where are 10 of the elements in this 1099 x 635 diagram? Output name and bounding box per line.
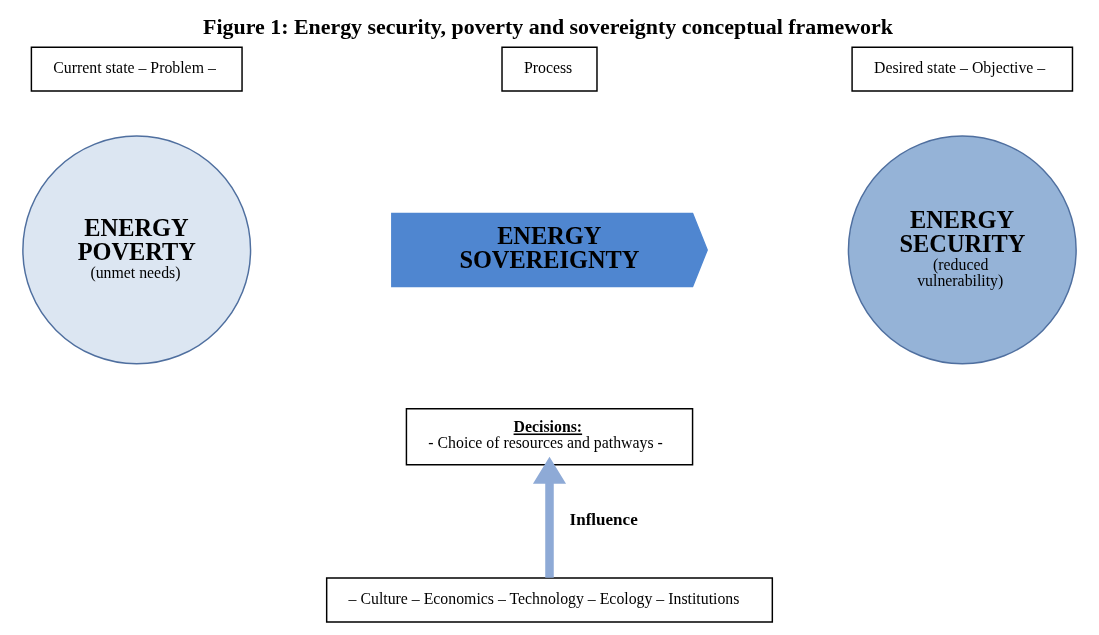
node-box: – Culture – Economics – Technology – Ecology – Institutions xyxy=(325,577,774,623)
node-box: Process xyxy=(501,46,598,92)
node-box: Decisions: - Choice of resources and pathways - xyxy=(405,408,694,466)
diagram-title: Figure 1: Energy security, poverty and sovereignty conceptual framework xyxy=(203,14,893,40)
node-box: Desired state – Objective – xyxy=(851,46,1074,92)
edge-label: Influence xyxy=(569,510,638,530)
node-circle: ENERGY POVERTY (unmet needs) xyxy=(22,135,252,365)
node-circle: ENERGY SECURITY (reduced vulnerability) xyxy=(847,135,1077,365)
node-box: Current state – Problem – xyxy=(30,46,243,92)
arrow xyxy=(532,456,567,578)
